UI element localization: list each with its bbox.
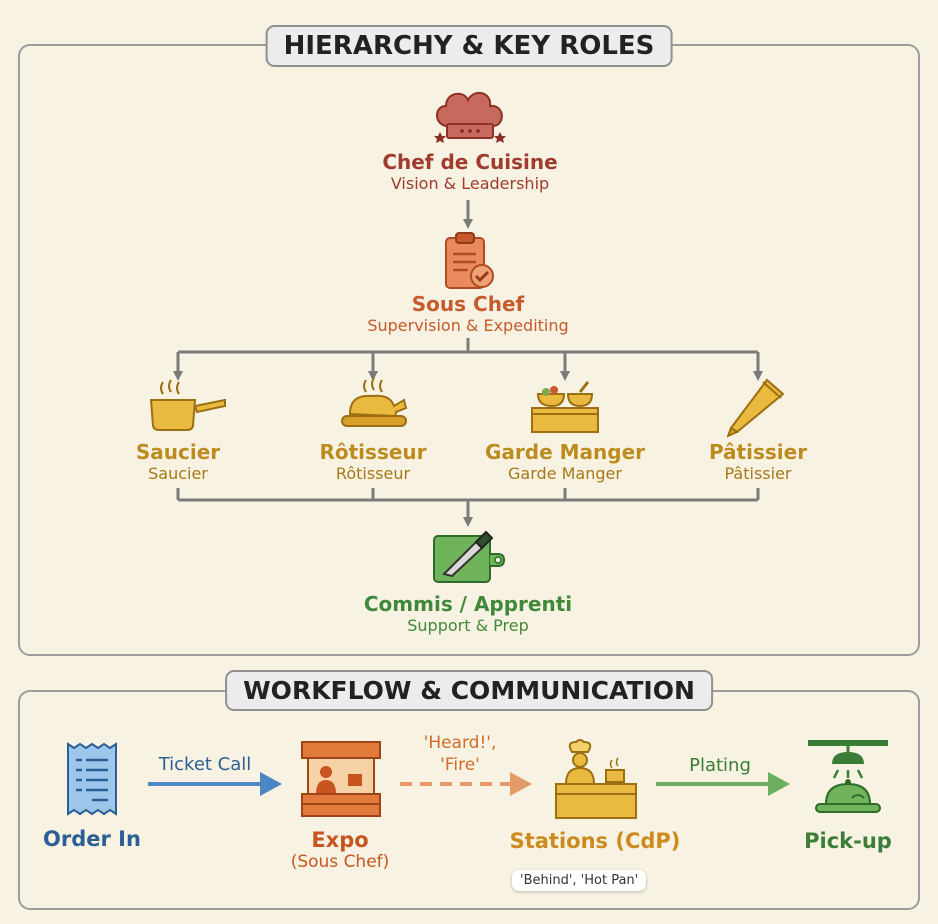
plating-label: Plating (660, 755, 780, 776)
behind-hot-pan-tag: 'Behind', 'Hot Pan' (512, 870, 646, 891)
expo-label: Expo (270, 828, 410, 852)
ticket-call-label: Ticket Call (140, 754, 270, 775)
expo-stand-icon (300, 738, 382, 820)
cook-station-icon (554, 738, 638, 822)
order-in-label: Order In (30, 827, 154, 851)
expo-node: Expo (Sous Chef) (270, 828, 410, 872)
expo-subtitle: (Sous Chef) (270, 852, 410, 872)
heat-lamp-plate-icon (806, 738, 890, 822)
stations-cdp-label: Stations (CdP) (500, 829, 690, 853)
heard-fire-label-line1: 'Heard!', (400, 733, 520, 753)
pick-up-label: Pick-up (784, 829, 912, 853)
receipt-icon (64, 740, 120, 818)
heard-fire-label-line2: 'Fire' (400, 755, 520, 775)
